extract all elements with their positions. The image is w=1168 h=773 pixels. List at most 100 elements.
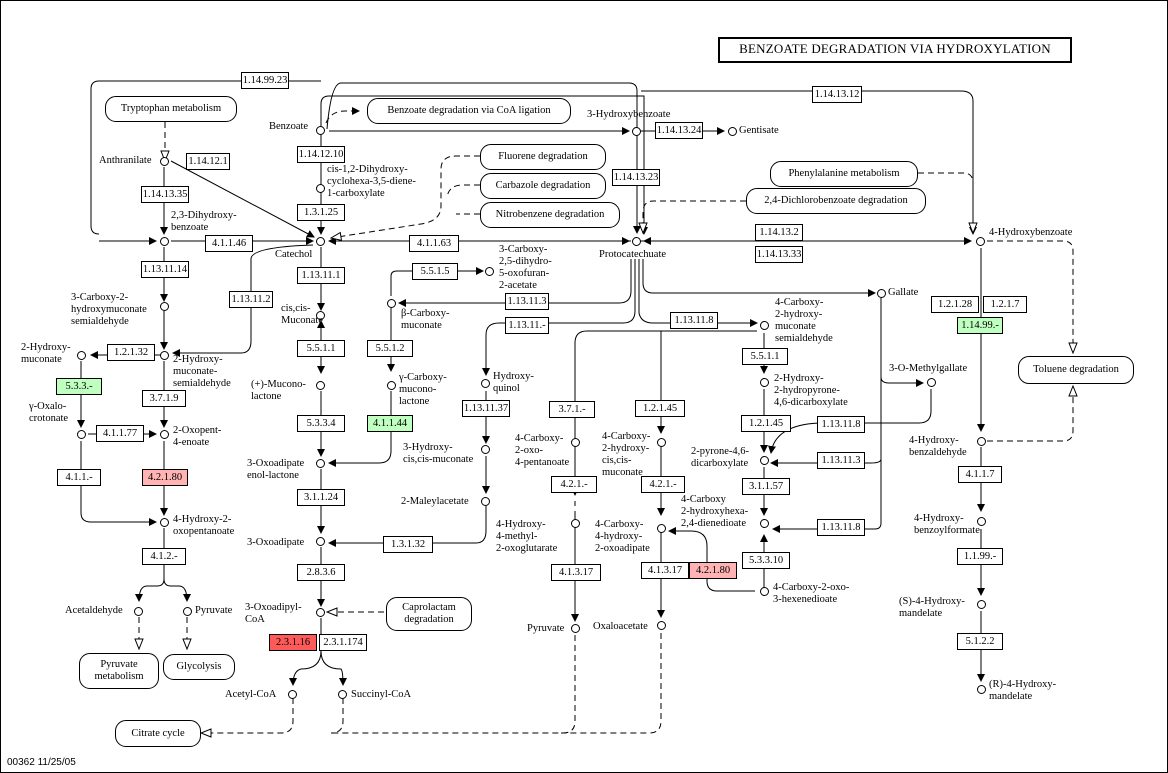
enzyme-box[interactable]: 1.1.99.- [957,548,1003,565]
compound-label[interactable]: 4-Carboxy- 4-hydroxy- 2-oxoadipate [595,519,650,554]
compound-circle[interactable] [183,607,192,616]
enzyme-box[interactable]: 4.1.1.63 [409,235,459,252]
compound-label[interactable]: 3-O-Methylgallate [889,363,968,374]
enzyme-box[interactable]: 1.14.12.1 [186,153,230,170]
compound-circle[interactable] [338,690,347,699]
enzyme-box[interactable]: 5.5.1.1 [297,340,345,357]
compound-label[interactable]: 2-Oxopent- 4-enoate [173,425,222,448]
enzyme-box[interactable]: 5.5.1.5 [412,263,458,280]
compound-circle[interactable] [77,351,86,360]
enzyme-box[interactable]: 4.1.1.44 [367,415,413,432]
enzyme-box[interactable]: 1.14.13.12 [812,86,862,103]
map-link[interactable]: Pyruvate metabolism [79,653,159,689]
enzyme-box[interactable]: 1.14.13.2 [755,224,803,241]
compound-circle[interactable] [481,445,490,454]
compound-label[interactable]: (R)-4-Hydroxy- mandelate [989,679,1057,702]
compound-label[interactable]: γ-Oxalo- crotonate [29,401,69,424]
enzyme-box[interactable]: 1.14.12.10 [297,146,345,163]
compound-circle[interactable] [316,126,325,135]
compound-label[interactable]: 3-Hydroxybenzoate [587,109,671,120]
enzyme-box[interactable]: 1.2.1.32 [107,344,155,361]
compound-circle[interactable] [160,518,169,527]
compound-label[interactable]: Succinyl-CoA [351,689,412,700]
compound-label[interactable]: Hydroxy- quinol [493,371,534,394]
compound-circle[interactable] [657,524,666,533]
compound-circle[interactable] [760,587,769,596]
compound-circle[interactable] [571,438,580,447]
compound-circle[interactable] [760,456,769,465]
compound-circle[interactable] [632,237,641,246]
map-link[interactable]: Tryptophan metabolism [105,96,237,122]
compound-label[interactable]: 3-Oxoadipate [247,537,305,548]
enzyme-box[interactable]: 5.1.2.2 [957,633,1003,650]
compound-circle[interactable] [632,127,641,136]
map-link[interactable]: Carbazole degradation [480,173,606,199]
compound-circle[interactable] [977,437,986,446]
enzyme-box[interactable]: 1.14.13.35 [141,186,189,203]
compound-circle[interactable] [160,351,169,360]
compound-circle[interactable] [760,321,769,330]
compound-circle[interactable] [977,685,986,694]
enzyme-box[interactable]: 1.3.1.32 [383,536,433,553]
compound-circle[interactable] [977,600,986,609]
compound-circle[interactable] [728,127,737,136]
compound-circle[interactable] [571,624,580,633]
enzyme-box[interactable]: 4.1.1.7 [958,466,1002,483]
compound-circle[interactable] [77,430,86,439]
map-link[interactable]: Nitrobenzene degradation [480,202,620,228]
compound-label[interactable]: Acetyl-CoA [225,689,277,700]
compound-circle[interactable] [288,690,297,699]
enzyme-box[interactable]: 4.1.1.46 [205,235,253,252]
compound-circle[interactable] [760,378,769,387]
enzyme-box[interactable]: 1.13.11.3 [817,452,865,469]
compound-label[interactable]: cis-1,2-Dihydroxy- cyclohexa-3,5-diene- … [327,164,416,199]
enzyme-box[interactable]: 1.2.1.28 [931,296,979,313]
compound-label[interactable]: 2-Hydroxy- muconate- semialdehyde [173,354,231,389]
compound-circle[interactable] [976,237,985,246]
compound-circle[interactable] [387,381,396,390]
compound-circle[interactable] [316,537,325,546]
compound-label[interactable]: 4-Hydroxybenzoate [989,227,1073,238]
enzyme-box[interactable]: 1.14.99.- [957,317,1003,334]
enzyme-box[interactable]: 1.14.13.33 [755,246,803,263]
enzyme-box[interactable]: 1.13.11.2 [229,291,273,308]
enzyme-box[interactable]: 1.14.13.24 [655,122,703,139]
compound-circle[interactable] [316,381,325,390]
compound-label[interactable]: (S)-4-Hydroxy- mandelate [899,596,965,619]
compound-label[interactable]: 4-Hydroxy- benzoylformate [914,513,980,536]
compound-circle[interactable] [387,299,396,308]
compound-circle[interactable] [316,459,325,468]
enzyme-box[interactable]: 1.2.1.7 [983,296,1027,313]
enzyme-box[interactable]: 5.5.1.1 [742,348,788,365]
compound-label[interactable]: 4-Carboxy- 2-oxo- 4-pentanoate [515,433,570,468]
compound-label[interactable]: Anthranilate [99,155,152,166]
enzyme-box[interactable]: 4.2.1.- [641,476,685,493]
map-link[interactable]: Toluene degradation [1018,356,1134,384]
enzyme-box[interactable]: 3.1.1.57 [742,478,790,495]
enzyme-box[interactable]: 4.2.1.80 [142,469,188,486]
compound-circle[interactable] [657,438,666,447]
compound-label[interactable]: Benzoate [269,121,309,132]
enzyme-box[interactable]: 1.2.1.45 [741,415,791,432]
enzyme-box[interactable]: 3.7.1.9 [142,390,186,407]
enzyme-box[interactable]: 4.2.1.- [551,476,597,493]
compound-circle[interactable] [316,184,325,193]
compound-label[interactable]: 2-Hydroxy- muconate [21,342,71,365]
compound-label[interactable]: 4-Hydroxy- benzaldehyde [909,435,967,458]
enzyme-box[interactable]: 2.3.1.174 [319,634,367,651]
enzyme-box[interactable]: 1.3.1.25 [297,204,345,221]
enzyme-box[interactable]: 1.13.11.1 [297,267,345,284]
compound-label[interactable]: 3-Oxoadipate enol-lactone [247,458,305,481]
compound-label[interactable]: β-Carboxy- muconate [401,308,450,331]
compound-label[interactable]: 4-Carboxy 2-hydroxyhexa- 2,4-dienedioate [681,494,749,529]
compound-circle[interactable] [160,302,169,311]
enzyme-box[interactable]: 4.1.3.17 [641,562,689,579]
enzyme-box[interactable]: 1.13.11.8 [817,519,865,536]
enzyme-box[interactable]: 4.1.2.- [142,548,186,565]
enzyme-box[interactable]: 4.1.1.- [57,469,101,486]
compound-label[interactable]: γ-Carboxy- mucono- lactone [399,372,447,407]
compound-circle[interactable] [481,497,490,506]
compound-label[interactable]: 2-Hydroxy- 2-hydropyrone- 4,6-dicarboxyl… [774,373,848,408]
map-link[interactable]: Benzoate degradation via CoA ligation [367,98,571,124]
compound-label[interactable]: 3-Carboxy-2- hydroxymuconate semialdehyd… [71,292,147,327]
